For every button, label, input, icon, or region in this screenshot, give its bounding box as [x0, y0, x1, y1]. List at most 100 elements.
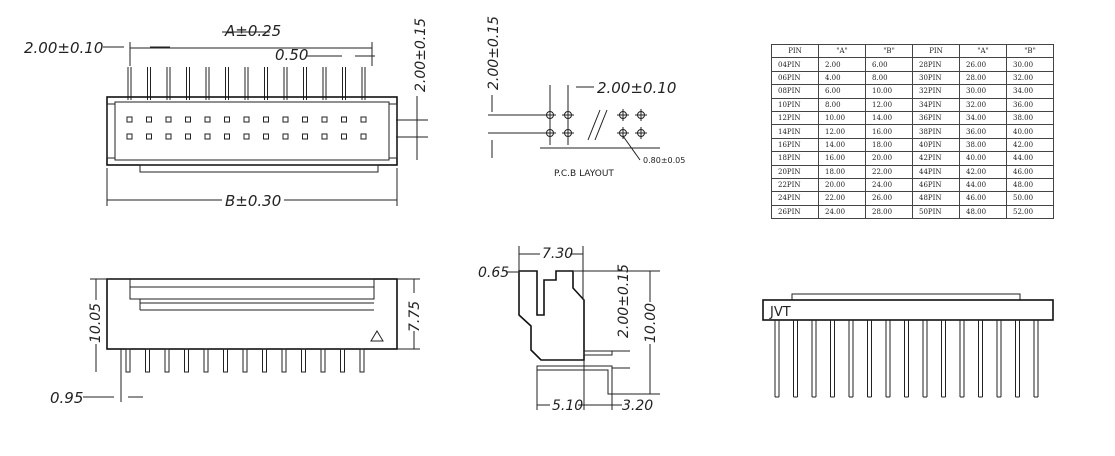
top-contact-hole: [146, 116, 152, 123]
pcb-holes: [544, 109, 647, 139]
table-cell: 28.00: [959, 70, 1007, 86]
table-cell: 44PIN: [912, 164, 960, 179]
table-cell: 46.00: [959, 191, 1007, 206]
dim-b-label: B±0.30: [225, 192, 281, 210]
dim-height-label: 10.05: [88, 303, 104, 343]
table-cell: 22.00: [865, 164, 913, 179]
table-cell: 6.00: [818, 84, 866, 99]
front-pin: [340, 348, 345, 373]
table-cell: 34.00: [1006, 84, 1054, 99]
pcb-dim-pitch-label: 2.00±0.10: [597, 79, 676, 97]
back-view: JVT: [762, 293, 1054, 398]
table-cell: 14PIN: [771, 124, 819, 139]
front-pin: [125, 348, 131, 373]
dim-width-label: 7.30: [542, 246, 573, 262]
table-cell: 32.00: [959, 97, 1007, 112]
pcb-dim-hole-label: 0.80±0.05: [643, 156, 685, 165]
front-pin: [223, 348, 228, 373]
side-view-profile: [518, 270, 585, 361]
front-view-housing: [106, 278, 398, 350]
table-cell: 30.00: [1006, 57, 1054, 72]
table-cell: 50.00: [1006, 191, 1054, 206]
table-cell: 10.00: [818, 110, 866, 126]
table-cell: 26.00: [865, 191, 913, 206]
top-contact-hole: [321, 116, 328, 123]
dim-a-label: A±0.25: [224, 22, 281, 40]
top-contact-hole: [204, 116, 211, 123]
table-header-b: "B": [865, 43, 913, 59]
top-contact-hole: [165, 116, 172, 123]
top-contact-hole: [263, 116, 269, 123]
table-cell: 48.00: [1006, 177, 1054, 193]
table-cell: 12PIN: [771, 110, 819, 126]
table-cell: 36PIN: [912, 110, 960, 126]
pcb-layout-view: 2.00±0.15 2.00±0.10 0.80±0.05 P.C.B LAYO…: [486, 16, 685, 179]
table-cell: 2.00: [818, 57, 866, 72]
table-cell: 20PIN: [771, 164, 819, 179]
table-cell: 38.00: [959, 137, 1007, 153]
table-cell: 38PIN: [912, 124, 960, 139]
table-header-row: PIN "A" "B" PIN "A" "B": [771, 43, 1054, 59]
back-view-pins: [774, 320, 1039, 398]
front-pin: [145, 348, 150, 373]
front-pin: [203, 348, 209, 373]
pcb-break-line-2: [594, 109, 608, 141]
top-view-housing-outer: [106, 96, 398, 166]
dim-body-label: 7.75: [407, 301, 423, 332]
top-contact-hole: [341, 133, 347, 140]
table-cell: 52.00: [1006, 204, 1054, 220]
table-cell: 42.00: [1006, 137, 1054, 153]
top-view-latch-right: [388, 103, 398, 159]
table-cell: 46PIN: [912, 177, 960, 193]
top-contact-hole: [165, 133, 172, 140]
top-contact-hole: [204, 133, 211, 140]
top-contact-hole: [360, 133, 367, 140]
table-cell: 24.00: [865, 177, 913, 193]
table-header-b-2: "B": [1006, 43, 1054, 59]
top-view-pins: [127, 67, 366, 100]
top-view: A±0.25 2.00±0.10 0.50 2.00±0.15 B±0.30: [24, 18, 429, 210]
side-view-pin-upper: [583, 350, 613, 356]
table-header-pin-2: PIN: [912, 43, 960, 59]
table-cell: 42.00: [959, 164, 1007, 179]
top-contact-hole: [243, 133, 250, 140]
dim-row-label: 2.00±0.15: [413, 18, 429, 92]
front-pin: [359, 348, 365, 373]
table-cell: 14.00: [865, 110, 913, 126]
table-cell: 18PIN: [771, 151, 819, 166]
table-cell: 42PIN: [912, 151, 960, 166]
table-cell: 24.00: [818, 204, 866, 220]
side-view: 7.30 0.65 2.00±0.15 10.00 5.10 3.20: [478, 246, 660, 414]
dim-tail-label: 3.20: [622, 398, 653, 414]
top-contact-hole: [224, 133, 230, 140]
front-pin: [281, 348, 287, 373]
table-cell: 50PIN: [912, 204, 960, 220]
front-pin: [164, 348, 170, 373]
table-cell: 22PIN: [771, 177, 819, 193]
table-cell: 8.00: [818, 97, 866, 112]
table-cell: 46.00: [1006, 164, 1054, 179]
table-cell: 16.00: [818, 151, 866, 166]
table-cell: 30.00: [959, 84, 1007, 99]
table-cell: 20.00: [865, 151, 913, 166]
table-cell: 24PIN: [771, 191, 819, 206]
side-dim-pitch-label: 2.00±0.15: [616, 264, 632, 338]
table-cell: 32PIN: [912, 84, 960, 99]
top-contact-hole: [360, 116, 367, 123]
top-contact-hole: [126, 116, 133, 123]
table-header-a-2: "A": [959, 43, 1007, 59]
top-view-housing-inner: [114, 101, 390, 161]
front-pin: [301, 348, 306, 373]
table-cell: 06PIN: [771, 70, 819, 86]
table-cell: 30PIN: [912, 70, 960, 86]
table-cell: 18.00: [818, 164, 866, 179]
front-pin: [242, 348, 248, 373]
